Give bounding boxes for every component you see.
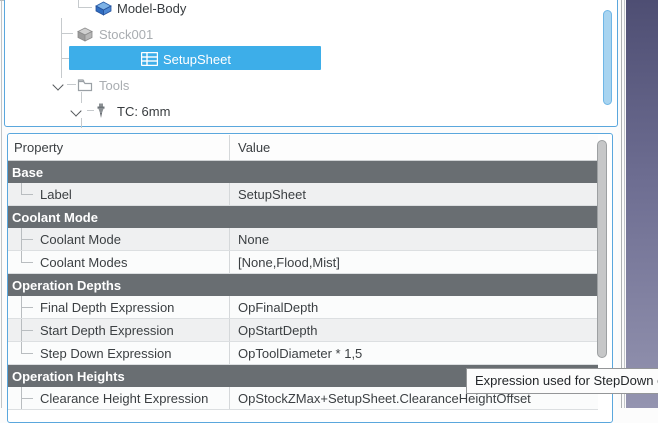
setupsheet-icon xyxy=(140,51,159,69)
property-row-start-depth-expression[interactable]: Start Depth Expression OpStartDepth xyxy=(8,319,598,342)
stock-icon xyxy=(77,27,93,45)
tree-branch-line xyxy=(78,7,92,8)
property-name: Start Depth Expression xyxy=(40,322,174,338)
column-header-property[interactable]: Property xyxy=(8,135,230,160)
property-row-step-down-expression[interactable]: Step Down Expression OpToolDiameter * 1,5 xyxy=(8,342,598,365)
section-header-base[interactable]: Base xyxy=(8,161,598,183)
property-name-cell[interactable]: Step Down Expression xyxy=(8,342,230,364)
tree-branch-line xyxy=(61,58,69,59)
section-header-operation-depths[interactable]: Operation Depths xyxy=(8,274,598,296)
tree-selection-highlight: SetupSheet xyxy=(69,46,321,70)
tree-branch-line xyxy=(81,118,82,128)
property-value-cell[interactable]: SetupSheet xyxy=(230,183,598,205)
property-name-cell[interactable]: Start Depth Expression xyxy=(8,319,230,341)
tree-item-label: TC: 6mm xyxy=(117,104,171,119)
property-name-cell[interactable]: Coolant Mode xyxy=(8,228,230,250)
splitter-line xyxy=(621,0,622,408)
tree-branch-glyph xyxy=(21,342,35,364)
property-value-cell[interactable]: OpStartDepth xyxy=(230,319,598,341)
property-value: OpStockZMax+SetupSheet.ClearanceHeightOf… xyxy=(238,390,531,406)
splitter-line xyxy=(624,0,625,408)
tree-branch-line xyxy=(87,110,94,111)
property-value: OpFinalDepth xyxy=(238,299,319,315)
tooltip: Expression used for StepDown of xyxy=(466,368,658,394)
property-value: [None,Flood,Mist] xyxy=(238,254,340,270)
section-label: Base xyxy=(12,164,44,180)
chevron-down-icon[interactable] xyxy=(52,79,64,91)
tree-branch-line xyxy=(78,0,79,7)
tree-item-label: Model-Body xyxy=(117,1,187,16)
tree-branch-glyph xyxy=(21,387,35,409)
tree-branch-glyph xyxy=(21,183,35,205)
property-scrollbar-thumb[interactable] xyxy=(597,140,607,358)
property-value: SetupSheet xyxy=(238,186,306,202)
section-label: Operation Heights xyxy=(12,368,125,384)
model-body-icon xyxy=(95,1,112,19)
property-value: OpToolDiameter * 1,5 xyxy=(238,345,363,361)
section-header-operation-heights[interactable]: Operation Heights xyxy=(8,365,598,387)
property-value-cell[interactable]: OpStockZMax+SetupSheet.ClearanceHeightOf… xyxy=(230,387,598,409)
tree-branch-line xyxy=(61,18,62,78)
folder-icon xyxy=(77,78,93,95)
property-value-cell[interactable]: None xyxy=(230,228,598,250)
property-row-label[interactable]: Label SetupSheet xyxy=(8,183,598,206)
property-row-coolant-modes[interactable]: Coolant Modes [None,Flood,Mist] xyxy=(8,251,598,274)
tool-icon xyxy=(95,103,107,122)
property-value-cell[interactable]: OpFinalDepth xyxy=(230,296,598,318)
property-name: Step Down Expression xyxy=(40,345,172,361)
tree-branch-line xyxy=(81,92,82,103)
tree-branch-line xyxy=(61,33,73,34)
tree-item-label: Stock001 xyxy=(99,27,154,42)
dock-left-edge xyxy=(1,0,2,408)
property-name-cell[interactable]: Label xyxy=(8,183,230,205)
property-name-cell[interactable]: Final Depth Expression xyxy=(8,296,230,318)
column-header-value[interactable]: Value xyxy=(238,140,271,155)
tree-item-label: Tools xyxy=(99,78,130,93)
property-name: Label xyxy=(40,186,72,202)
tree-branch-glyph xyxy=(21,319,35,341)
property-name: Coolant Mode xyxy=(40,231,121,247)
3d-viewport[interactable] xyxy=(626,0,658,408)
section-label: Coolant Mode xyxy=(12,209,98,225)
property-name: Final Depth Expression xyxy=(40,299,175,315)
property-row-clearance-height-expression[interactable]: Clearance Height Expression OpStockZMax+S… xyxy=(8,387,598,410)
property-table-header: Property Value xyxy=(8,135,598,161)
property-value-cell[interactable]: OpToolDiameter * 1,5 xyxy=(230,342,598,364)
property-name-cell[interactable]: Clearance Height Expression xyxy=(8,387,230,409)
tree-branch-glyph xyxy=(21,228,35,250)
property-name: Coolant Modes xyxy=(40,254,128,270)
section-label: Operation Depths xyxy=(12,277,122,293)
tree-scrollbar-thumb[interactable] xyxy=(603,10,612,105)
tree-branch-glyph xyxy=(21,296,35,318)
property-row-final-depth-expression[interactable]: Final Depth Expression OpFinalDepth xyxy=(8,296,598,319)
section-header-coolant-mode[interactable]: Coolant Mode xyxy=(8,206,598,228)
tree-branch-glyph xyxy=(21,251,35,273)
property-value: OpStartDepth xyxy=(238,322,318,338)
property-name-cell[interactable]: Coolant Modes xyxy=(8,251,230,273)
property-row-coolant-mode[interactable]: Coolant Mode None xyxy=(8,228,598,251)
property-value-cell[interactable]: [None,Flood,Mist] xyxy=(230,251,598,273)
property-value: None xyxy=(238,231,270,247)
tree-item-label: SetupSheet xyxy=(163,52,231,67)
dock-splitter[interactable] xyxy=(618,0,626,408)
tree-branch-line xyxy=(67,84,76,85)
property-name: Clearance Height Expression xyxy=(40,390,209,406)
chevron-down-icon[interactable] xyxy=(70,105,82,117)
